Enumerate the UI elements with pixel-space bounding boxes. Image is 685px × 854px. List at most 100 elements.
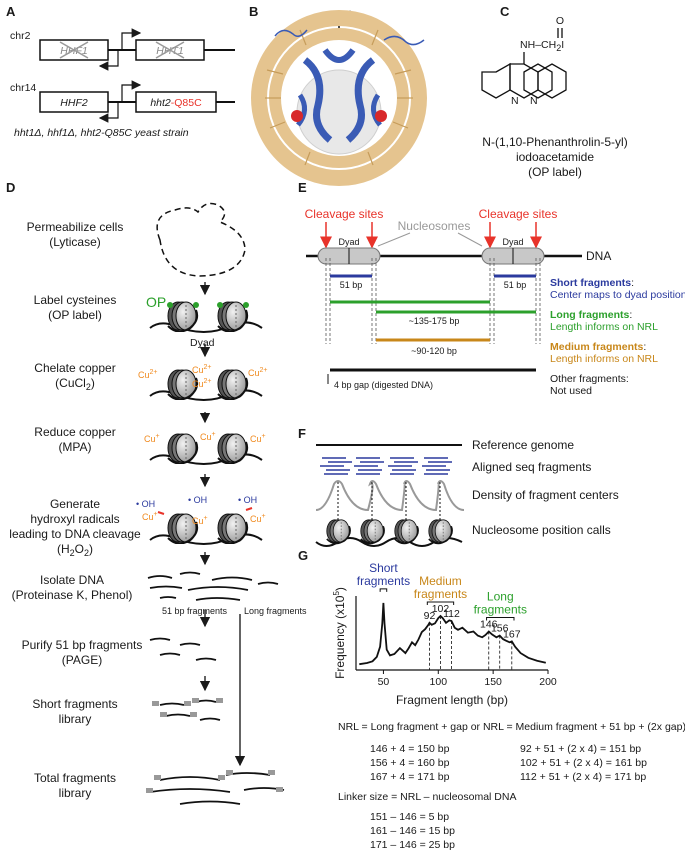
step-8-line-2: library (59, 712, 92, 726)
svg-text:Cu+: Cu+ (250, 433, 266, 444)
eq-right-3: 112 + 51 + (2 x 4) = 171 bp (520, 771, 646, 783)
eq-left-1: 146 + 4 = 150 bp (370, 743, 450, 755)
panel-letter-b: B (249, 4, 258, 19)
dyad-left: Dyad (338, 237, 359, 247)
step-6-line-1: Isolate DNA (40, 573, 104, 587)
dna-label: DNA (586, 249, 611, 263)
legend-short-desc: Center maps to dyad positions (550, 289, 685, 301)
step-7-line-1: Purify 51 bp fragments (22, 638, 143, 652)
peak-label: 102 (432, 603, 450, 615)
legend-other-title: Other fragments: (550, 373, 629, 385)
group-name: Long (487, 590, 514, 604)
panel-letter-a: A (6, 4, 16, 19)
linker-title: Linker size = NRL – nucleosomal DNA (338, 791, 516, 803)
row-position-calls: Nucleosome position calls (472, 523, 611, 537)
density-center-lines (337, 482, 441, 545)
compound-name-2: iodoacetamide (516, 150, 594, 164)
group-bracket (379, 588, 388, 592)
step-6-line-2: (Proteinase K, Phenol) (12, 588, 133, 602)
chr2-label: chr2 (10, 30, 31, 42)
chart-y-label: Frequency (x105) (332, 587, 347, 679)
ring-n-right: N (530, 95, 538, 107)
x-tick-label: 150 (484, 676, 502, 688)
hhf2-gene-box (39, 91, 109, 113)
dyad-label-d: Dyad (190, 337, 215, 349)
panel-letter-f: F (298, 426, 306, 441)
svg-text:• OH: • OH (188, 495, 207, 505)
histone-core (296, 69, 382, 155)
nucleosome-row-3: Cu+ Cu+ Cu+ (144, 431, 266, 465)
row-aligned-fragments: Aligned seq fragments (472, 460, 591, 474)
step-4-line-1: Reduce copper (34, 425, 115, 439)
bp90-label: ~90-120 bp (411, 346, 457, 356)
panel-e-legend: Short fragments: Center maps to dyad pos… (550, 277, 685, 397)
nucleosomes-label: Nucleosomes (398, 219, 471, 233)
peak-label: 167 (503, 628, 521, 640)
group-name-2: fragments (414, 587, 467, 601)
step-5-line-1: Generate (50, 497, 100, 511)
gap-label: 4 bp gap (digested DNA) (334, 380, 433, 390)
cysteine-site-right (375, 110, 387, 122)
cleavage-sites-left: Cleavage sites (305, 207, 384, 221)
op-label-marker: OP (146, 294, 166, 310)
svg-text:Cu2+: Cu2+ (192, 364, 212, 375)
linker-1: 151 – 146 = 5 bp (370, 811, 449, 823)
dna-superhelix (251, 10, 427, 186)
nucleosome-row-4: • OH • OH • OH Cu+ Cu+ Cu+ (136, 495, 266, 545)
x-tick-label: 50 (378, 676, 390, 688)
svg-text:Cu+: Cu+ (192, 515, 208, 526)
frag-long-label: Long fragments (244, 606, 307, 616)
step-9-line-1: Total fragments (34, 771, 116, 785)
nucleosome-row-1: OP Dyad (146, 294, 263, 349)
bp51-left: 51 bp (340, 280, 363, 290)
legend-long-title: Long fragments: (550, 309, 632, 321)
aligned-fragments (320, 457, 452, 475)
bp51-right: 51 bp (504, 280, 527, 290)
step-2-line-2: (OP label) (48, 308, 102, 322)
step-1-line-1: Permeabilize cells (27, 220, 124, 234)
dyad-right: Dyad (502, 237, 523, 247)
step-5-line-2: hydroxyl radicals (30, 512, 119, 526)
chr14-label: chr14 (10, 82, 36, 94)
step-9-line-2: library (59, 786, 92, 800)
ring-n-left: N (511, 95, 519, 107)
legend-long-desc: Length informs on NRL (550, 321, 658, 333)
step-7-line-2: (PAGE) (62, 653, 102, 667)
promoter-arrow-right (121, 28, 142, 50)
step-3-line-1: Chelate copper (34, 361, 115, 375)
legend-other-desc: Not used (550, 385, 592, 397)
adapter-blocks (146, 698, 283, 793)
panel-letter-c: C (500, 4, 510, 19)
x-tick-label: 100 (430, 676, 448, 688)
legend-short-title: Short fragments: (550, 277, 634, 289)
step-4-line-2: (MPA) (58, 440, 91, 454)
step-5-line-3: leading to DNA cleavage (9, 527, 141, 541)
cleavage-sites-right: Cleavage sites (479, 207, 558, 221)
cysteine-site-left (291, 110, 303, 122)
peak-label: 146 (480, 619, 498, 631)
panel-letter-e: E (298, 180, 307, 195)
panel-letters: A B C D E F G (6, 4, 510, 563)
panel-e-cleavage-diagram: Cleavage sites Cleavage sites Nucleosome… (305, 207, 685, 397)
chart-x-label: Fragment length (bp) (396, 693, 508, 707)
hydroxyl-radical-label: • OH (136, 499, 155, 509)
permeabilized-cell (156, 202, 246, 277)
group-bracket (426, 601, 455, 606)
row-density: Density of fragment centers (472, 488, 619, 502)
amide-group: NH–CH2I (520, 39, 564, 53)
svg-text:Cu2+: Cu2+ (248, 367, 268, 378)
cu2-label: Cu2+ (138, 369, 158, 380)
step-5-line-4: (H2O2) (57, 542, 93, 558)
nucleosome-calls (315, 518, 463, 547)
density-curve (315, 480, 465, 512)
eq-right-1: 92 + 51 + (2 x 4) = 151 bp (520, 743, 641, 755)
hhf2-label: HHF2 (60, 97, 88, 109)
chart-series-line (359, 602, 546, 666)
cu1-label: Cu+ (144, 433, 160, 444)
panel-d-protocol: Permeabilize cells (Lyticase) Label cyst… (9, 202, 307, 805)
svg-text:• OH: • OH (238, 495, 257, 505)
panel-letter-g: G (298, 548, 308, 563)
panel-g-chart: Fragment length (bp) Frequency (x105) 50… (332, 561, 557, 707)
peak-label: 112 (443, 608, 460, 620)
